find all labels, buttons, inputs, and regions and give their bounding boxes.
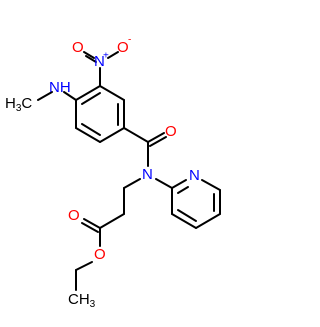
nitro-minus-charge: - [128, 35, 131, 46]
atom-label-pyridine-n: N [189, 167, 200, 184]
bond [149, 136, 167, 147]
bond [147, 132, 165, 143]
ethyl-subscript: 3 [90, 299, 96, 310]
bond [37, 91, 53, 101]
bond [99, 127, 125, 143]
bond [201, 179, 221, 191]
atom-label-h3c: H3C [5, 95, 32, 114]
amine-n: N [49, 79, 60, 96]
bond [99, 85, 125, 101]
amine-h: H [60, 79, 71, 96]
bond [123, 127, 149, 143]
bond [63, 91, 77, 101]
bond [107, 51, 119, 59]
nitro-plus-charge: + [103, 51, 109, 62]
methyl-c: C [21, 95, 32, 112]
atom-label-ch3: CH3 [68, 291, 96, 310]
atom-label-nitro-o: O [72, 39, 84, 56]
methyl-subscript: 3 [16, 103, 22, 114]
bond [81, 123, 101, 136]
atom-label-amide-n: N [142, 166, 153, 183]
bond [75, 85, 101, 101]
bond [83, 218, 101, 229]
bond [81, 92, 101, 105]
bond [171, 179, 187, 189]
atom-label-nitro-n: N [94, 53, 105, 70]
bond [99, 213, 125, 229]
bond [123, 178, 141, 189]
bond [81, 222, 99, 233]
atom-label-ester-carbonyl-o: O [68, 207, 80, 224]
bond [177, 186, 189, 194]
methyl-h: H [5, 95, 16, 112]
bond [155, 178, 173, 189]
bond [85, 55, 97, 63]
atom-label-carbonyl-o: O [165, 123, 177, 140]
molecule-structure: H3C NH O N + O - O N N O O CH3 [5, 35, 221, 310]
atom-labels: H3C NH O N + O - O N N O O CH3 [5, 35, 200, 310]
atom-label-nh: NH [49, 79, 71, 96]
bond [177, 209, 197, 222]
bond [171, 213, 197, 229]
atom-label-nitro-o-minus: O [117, 39, 129, 56]
bond [75, 127, 101, 143]
ethyl-ch: CH [68, 291, 90, 308]
bond [195, 213, 221, 229]
structure-canvas: H3C NH O N + O - O N N O O CH3 [5, 35, 221, 310]
bonds [37, 51, 221, 291]
bond [75, 261, 93, 271]
bond [83, 51, 95, 59]
atom-label-ester-link-o: O [94, 246, 106, 263]
